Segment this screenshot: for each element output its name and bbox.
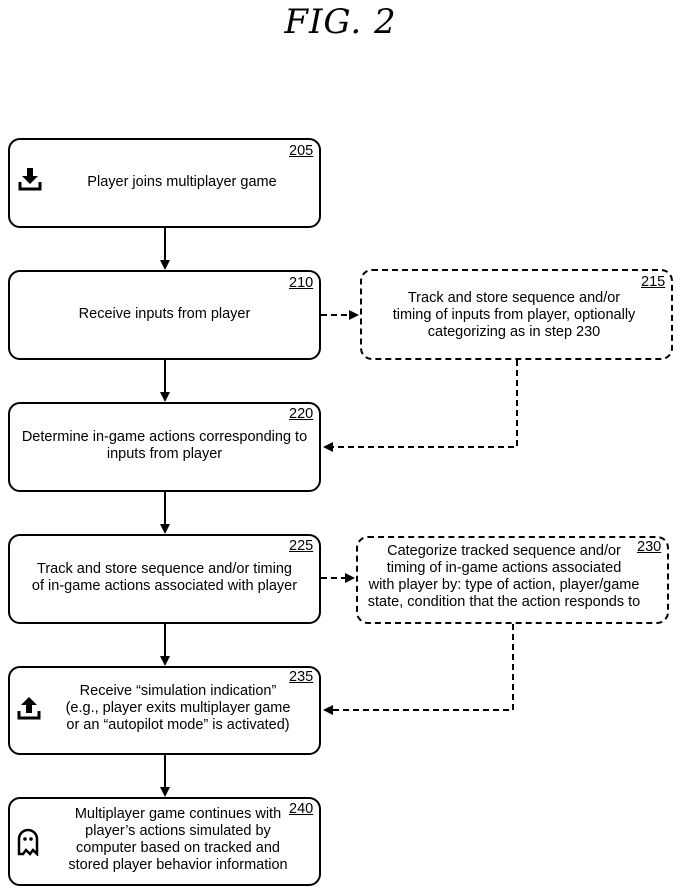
step-210-box [8,270,321,360]
step-220-number: 220 [289,406,314,422]
step-240-box [8,797,321,886]
download-icon [17,166,43,197]
dashed-arrow-230-235 [323,624,514,715]
step-215-number: 215 [641,274,666,290]
step-230-number: 230 [637,539,662,555]
step-225-number: 225 [289,538,314,554]
step-205-number: 205 [289,143,314,159]
step-235-box [8,666,321,755]
step-235-number: 235 [289,669,314,685]
step-230-box [356,536,669,624]
step-240-text: Multiplayer game continues with player’s… [68,806,288,873]
step-220-text: Determine in-game actions corresponding … [21,429,308,462]
step-225-box [8,534,321,624]
upload-icon [16,695,42,726]
step-220-box [8,402,321,492]
step-205-box [8,138,321,228]
step-215-box [360,269,673,360]
dashed-arrow-215-220 [323,360,518,452]
step-215-text: Track and store sequence and/or timing o… [392,290,636,340]
step-235-text: Receive “simulation indication” (e.g., p… [65,683,291,733]
step-225-text: Track and store sequence and/or timing o… [31,561,298,594]
step-210-number: 210 [289,275,314,291]
step-210-text: Receive inputs from player [78,306,251,322]
figure-title: FIG. 2 [284,2,397,42]
step-230-text: Categorize tracked sequence and/or timin… [367,543,641,610]
step-205-text: Player joins multiplayer game [87,174,277,190]
ghost-icon [16,828,40,861]
step-240-number: 240 [289,801,314,817]
